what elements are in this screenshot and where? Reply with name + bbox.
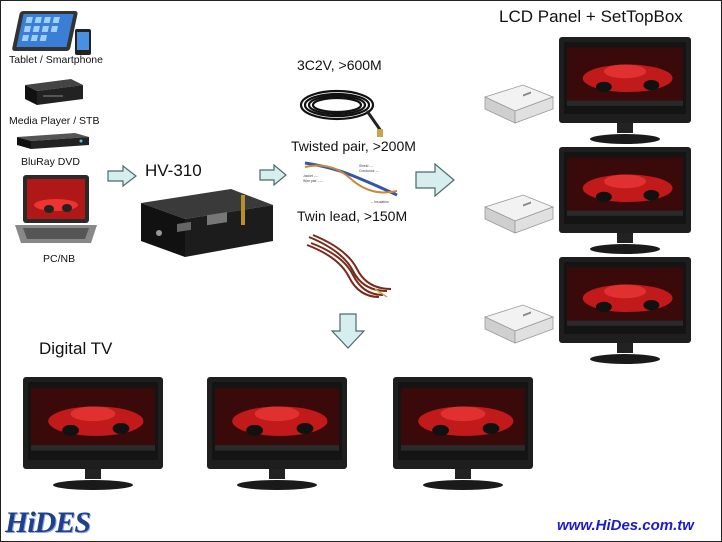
website-url[interactable]: www.HiDes.com.tw [557,517,694,534]
source-label-media-player: Media Player / STB [9,115,99,127]
coax-cable-icon [297,81,391,139]
lcd-group-title: LCD Panel + SetTopBox [499,7,683,27]
media-player-icon [21,77,85,107]
digital-tv-icon [23,377,163,491]
svg-text:Jacket ----: Jacket ---- [303,174,318,178]
set-top-box-icon [483,193,555,235]
laptop-icon [13,173,99,249]
hides-logo: HiDES [5,507,90,539]
bluray-player-icon [15,131,91,151]
lcd-panel-icon [559,37,691,145]
svg-text:Conductor ---: Conductor --- [359,169,379,173]
logo-text: HiDES [5,506,90,539]
cable-label-coax: 3C2V, >600M [297,57,382,73]
digital-tv-icon [393,377,533,491]
source-label-tablet: Tablet / Smartphone [9,54,103,66]
digital-tv-icon [207,377,347,491]
arrow-down-icon [331,313,365,349]
device-name: HV-310 [145,161,202,181]
source-label-pcnb: PC/NB [43,253,75,265]
set-top-box-icon [483,303,555,345]
svg-text:Shield ---: Shield --- [359,164,373,168]
arrow-right-icon [415,163,455,197]
twin-lead-cable-icon [303,231,395,301]
hv310-device-icon [133,187,279,261]
tv-group-title: Digital TV [39,339,112,359]
tablet-icon [15,7,95,57]
lcd-panel-icon [559,257,691,365]
cable-label-twisted: Twisted pair, >200M [291,138,416,154]
svg-text:-- Insulation: -- Insulation [371,200,389,204]
arrow-right-icon [259,164,287,186]
cable-label-twin: Twin lead, >150M [297,208,407,224]
source-label-bluray: BluRay DVD [21,156,80,168]
set-top-box-icon [483,83,555,125]
svg-text:Wire pair -----: Wire pair ----- [303,179,323,183]
lcd-panel-icon [559,147,691,255]
arrow-right-icon [107,165,137,187]
twisted-pair-cable-icon: Jacket ---- Wire pair ----- Shield --- C… [301,155,401,207]
